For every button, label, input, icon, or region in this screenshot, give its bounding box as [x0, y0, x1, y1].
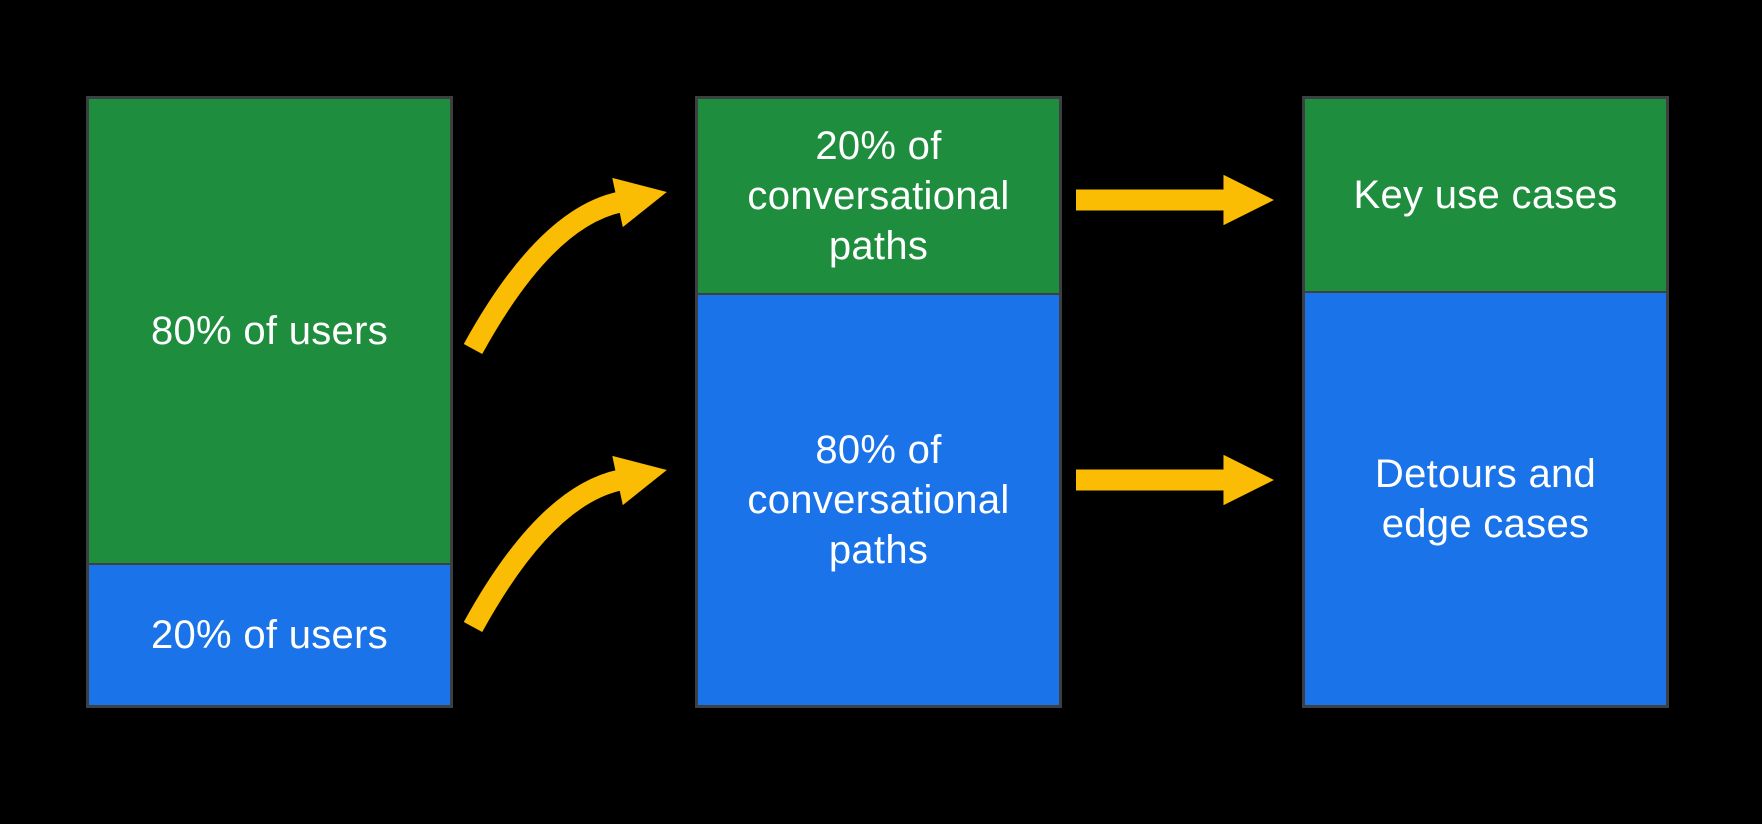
- users-bar: 80% of users 20% of users: [86, 96, 453, 708]
- paths-80pct-label: 80% of conversational paths: [747, 428, 1010, 573]
- use-cases-bar: Key use cases Detours and edge cases: [1302, 96, 1669, 708]
- users-80pct-label: 80% of users: [150, 308, 389, 353]
- paths-20pct-label: 20% of conversational paths: [747, 124, 1010, 269]
- detours-edge-cases-segment: Detours and edge cases: [1305, 291, 1666, 705]
- curved-arrow-users80-to-paths20-icon: [463, 177, 667, 355]
- key-use-cases-label: Key use cases: [1353, 173, 1618, 218]
- curved-arrow-users20-to-paths80-icon: [463, 455, 667, 633]
- users-20pct-segment: 20% of users: [89, 562, 450, 705]
- users-20pct-label: 20% of users: [150, 612, 389, 657]
- users-80pct-segment: 80% of users: [89, 99, 450, 563]
- paths-20pct-segment: 20% of conversational paths: [698, 99, 1059, 294]
- key-use-cases-segment: Key use cases: [1305, 99, 1666, 292]
- conversational-paths-bar: 20% of conversational paths 80% of conve…: [695, 96, 1062, 708]
- paths-80pct-segment: 80% of conversational paths: [698, 293, 1059, 705]
- detours-edge-cases-label: Detours and edge cases: [1374, 452, 1597, 547]
